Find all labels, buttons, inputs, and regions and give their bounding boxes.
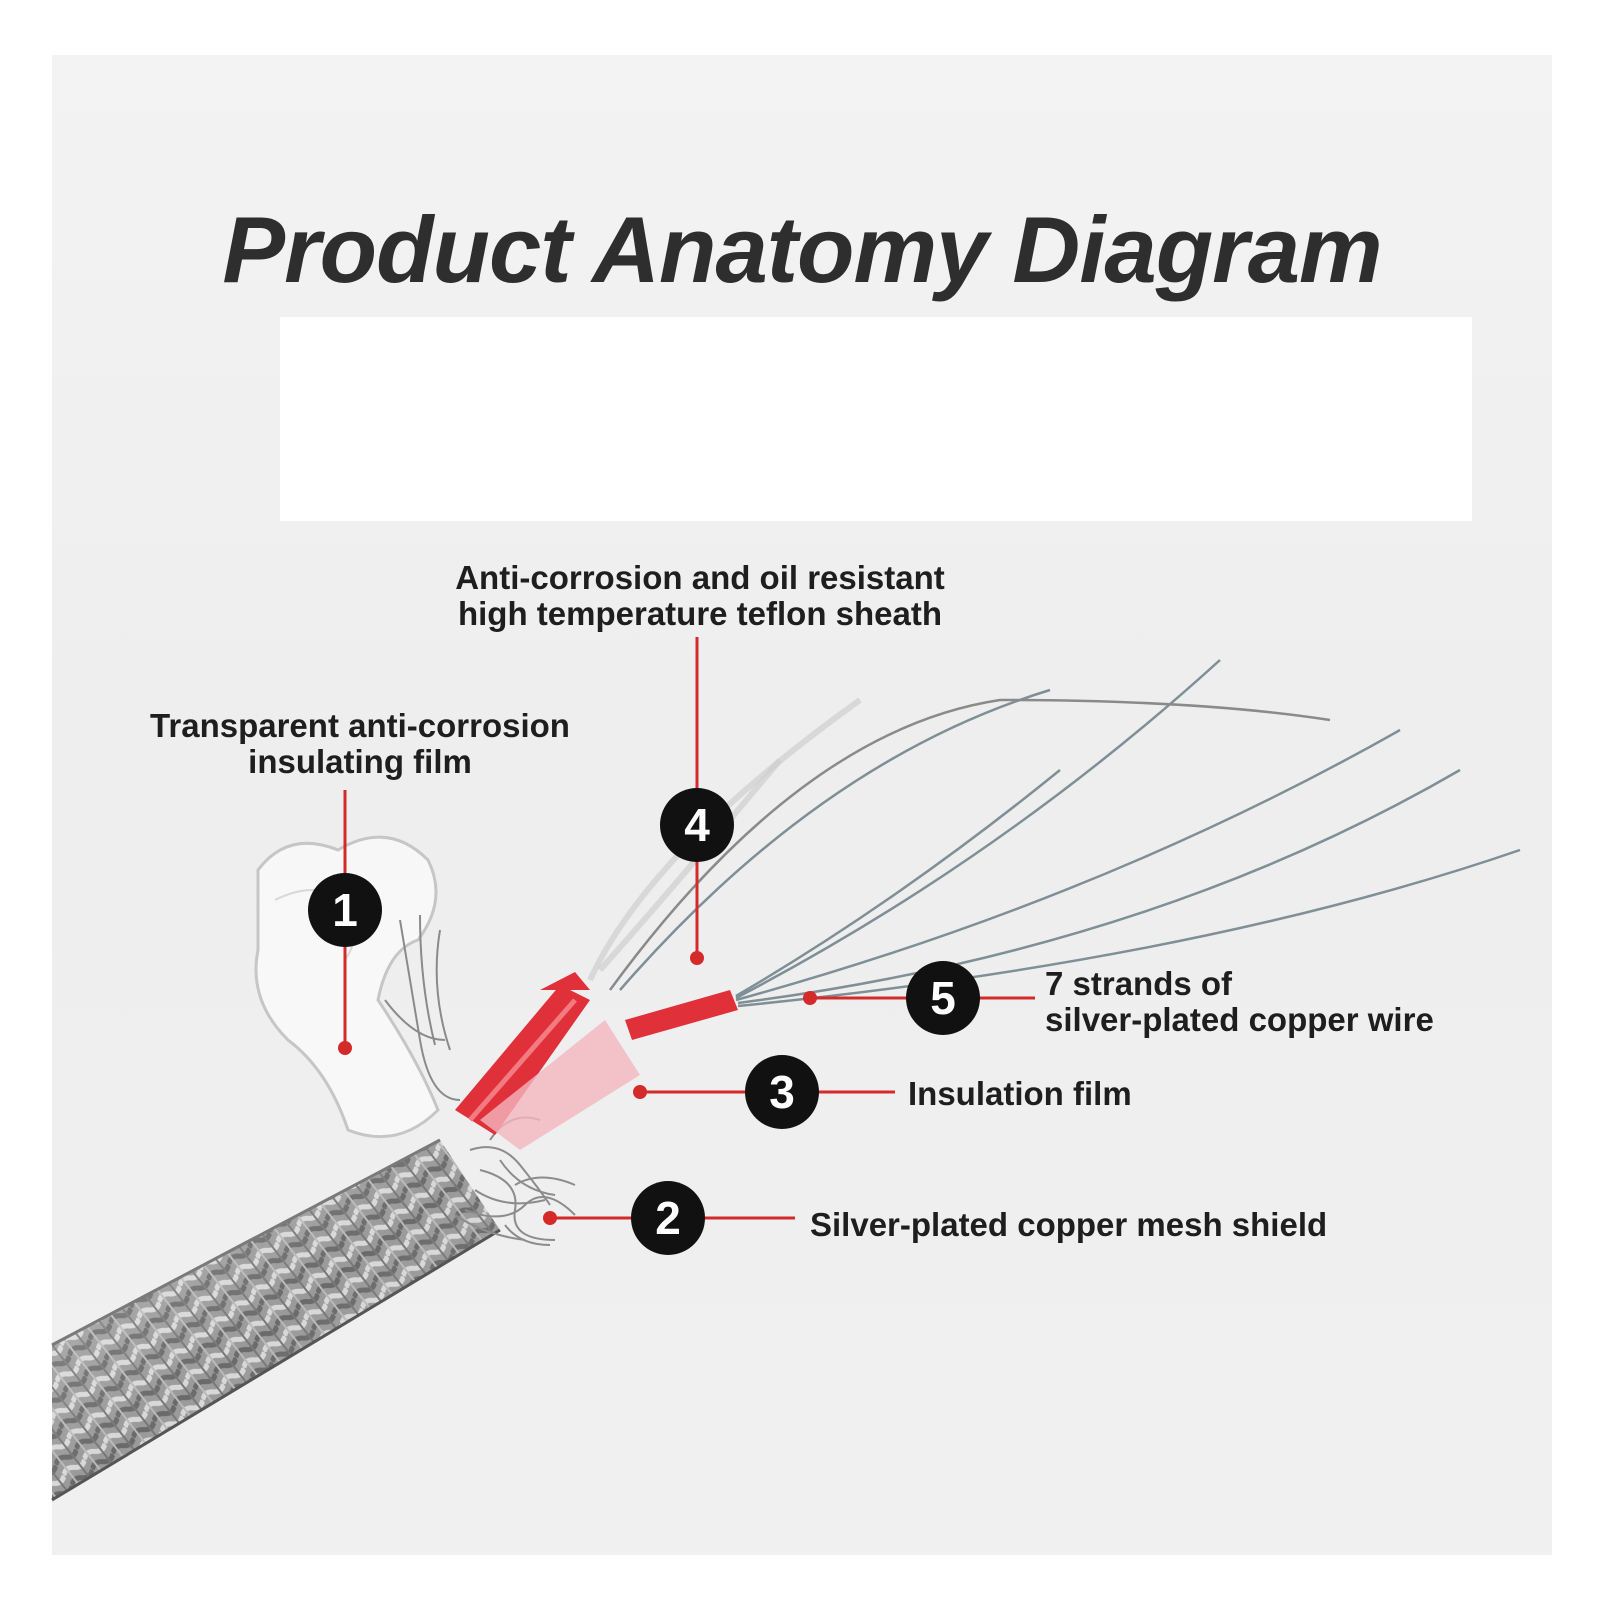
callout-label-mesh-shield: Silver-plated copper mesh shield bbox=[810, 1207, 1530, 1243]
badge-3: 3 bbox=[745, 1055, 819, 1129]
svg-text:3: 3 bbox=[769, 1066, 795, 1118]
inner-conductor-sheath bbox=[625, 990, 738, 1040]
callout-label-teflon-sheath: Anti-corrosion and oil resistant high te… bbox=[370, 560, 1030, 632]
svg-text:2: 2 bbox=[655, 1192, 681, 1244]
badge-2: 2 bbox=[631, 1181, 705, 1255]
badge-5: 5 bbox=[906, 961, 980, 1035]
callout-5-line-2: silver-plated copper wire bbox=[1045, 1001, 1434, 1038]
callout-5-line-1: 7 strands of bbox=[1045, 965, 1233, 1002]
callout-2-line-1: Silver-plated copper mesh shield bbox=[810, 1206, 1328, 1243]
callout-3-line-1: Insulation film bbox=[908, 1075, 1132, 1112]
diagram-title: Product Anatomy Diagram bbox=[222, 197, 1382, 302]
callout-label-copper-wire: 7 strands of silver-plated copper wire bbox=[1045, 966, 1565, 1038]
svg-text:1: 1 bbox=[332, 884, 358, 936]
callout-1-line-2: insulating film bbox=[248, 743, 472, 780]
callout-4-line-2: high temperature teflon sheath bbox=[457, 595, 943, 632]
insulation-film bbox=[480, 1020, 640, 1150]
badge-1: 1 bbox=[308, 873, 382, 947]
callout-label-transparent-film: Transparent anti-corrosion insulating fi… bbox=[80, 708, 640, 780]
badge-4: 4 bbox=[660, 788, 734, 862]
silver-plated-wires bbox=[608, 659, 1521, 1008]
svg-text:5: 5 bbox=[930, 972, 956, 1024]
callout-4-line-1: Anti-corrosion and oil resistant bbox=[455, 559, 945, 596]
callout-1-line-1: Transparent anti-corrosion bbox=[150, 707, 570, 744]
svg-text:4: 4 bbox=[684, 799, 710, 851]
braided-cable bbox=[51, 1138, 501, 1502]
loose-mesh-strands bbox=[384, 914, 461, 1101]
teflon-sheath bbox=[455, 972, 590, 1135]
callout-label-insulation-film: Insulation film bbox=[908, 1076, 1308, 1112]
blank-banner bbox=[280, 317, 1472, 521]
